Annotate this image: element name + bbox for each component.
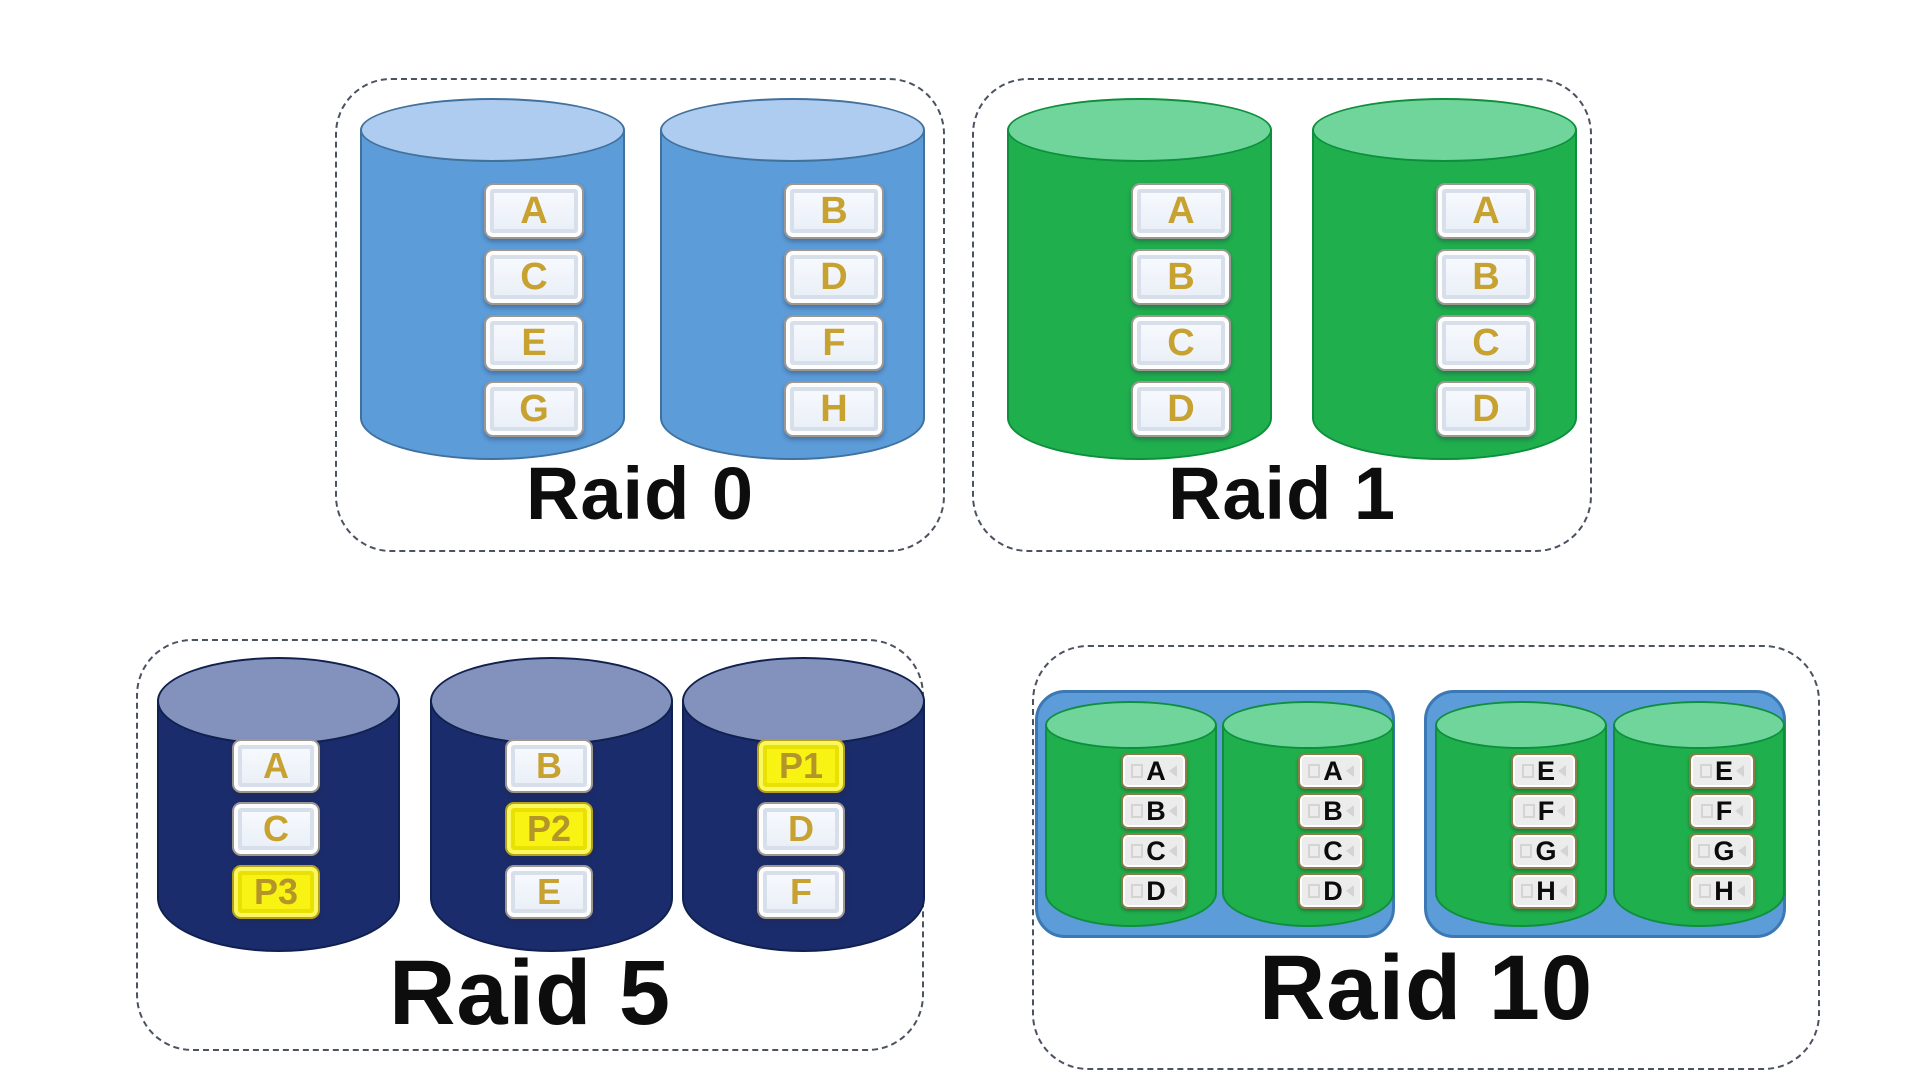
- disk-lid: [660, 98, 925, 162]
- data-block: C: [1121, 833, 1187, 869]
- parity-block: P2: [505, 802, 593, 856]
- data-block: A: [484, 183, 584, 239]
- data-block: A: [1436, 183, 1536, 239]
- block-column: E F G H: [1511, 753, 1577, 909]
- disk-lid: [1222, 701, 1394, 749]
- block-column: E F G H: [1689, 753, 1755, 909]
- disk-lid: [1312, 98, 1577, 162]
- parity-block: P3: [232, 865, 320, 919]
- disk-cylinder: E F G H: [1435, 701, 1607, 927]
- data-block: G: [1689, 833, 1755, 869]
- disk-lid: [1613, 701, 1785, 749]
- raid1-group: A B C D A B C D Raid 1: [972, 78, 1592, 552]
- data-block: H: [1511, 873, 1577, 909]
- block-column: P1 D F: [757, 739, 845, 919]
- data-block: G: [1511, 833, 1577, 869]
- disk-lid: [157, 657, 400, 745]
- disk-cylinder: A B C D: [1312, 98, 1577, 460]
- data-block: C: [1298, 833, 1364, 869]
- data-block: C: [484, 249, 584, 305]
- data-block: B: [1298, 793, 1364, 829]
- disk-cylinder: A B C D: [1045, 701, 1217, 927]
- data-block: A: [1131, 183, 1231, 239]
- disk-cylinder: B D F H: [660, 98, 925, 460]
- data-block: C: [1436, 315, 1536, 371]
- raid1-label: Raid 1: [1167, 452, 1397, 535]
- data-block: E: [505, 865, 593, 919]
- disk-cylinder: B P2 E: [430, 657, 673, 952]
- data-block: G: [484, 381, 584, 437]
- block-column: A B C D: [1121, 753, 1187, 909]
- data-block: H: [1689, 873, 1755, 909]
- data-block: D: [1121, 873, 1187, 909]
- raid0-label: Raid 0: [525, 452, 755, 535]
- data-block: E: [484, 315, 584, 371]
- disk-lid: [430, 657, 673, 745]
- block-column: A B C D: [1436, 183, 1536, 437]
- data-block: F: [757, 865, 845, 919]
- data-block: E: [1689, 753, 1755, 789]
- raid10-label: Raid 10: [1258, 937, 1594, 1039]
- parity-block: P1: [757, 739, 845, 793]
- disk-cylinder: A B C D: [1222, 701, 1394, 927]
- block-column: A B C D: [1131, 183, 1231, 437]
- raid10-group: A B C D A B C D: [1032, 645, 1820, 1070]
- disk-cylinder: P1 D F: [682, 657, 925, 952]
- disk-cylinder: E F G H: [1613, 701, 1785, 927]
- mirror-container: A B C D A B C D: [1035, 690, 1395, 938]
- data-block: C: [232, 802, 320, 856]
- data-block: C: [1131, 315, 1231, 371]
- data-block: A: [1298, 753, 1364, 789]
- data-block: A: [232, 739, 320, 793]
- data-block: B: [1436, 249, 1536, 305]
- data-block: D: [784, 249, 884, 305]
- data-block: B: [505, 739, 593, 793]
- data-block: B: [1121, 793, 1187, 829]
- block-column: A C P3: [232, 739, 320, 919]
- data-block: D: [757, 802, 845, 856]
- data-block: D: [1131, 381, 1231, 437]
- disk-cylinder: A C P3: [157, 657, 400, 952]
- raid5-label: Raid 5: [388, 942, 672, 1044]
- disk-lid: [1007, 98, 1272, 162]
- disk-lid: [682, 657, 925, 745]
- data-block: B: [784, 183, 884, 239]
- data-block: F: [1689, 793, 1755, 829]
- raid5-group: A C P3 B P2 E P1 D F Raid 5: [136, 639, 925, 1051]
- disk-lid: [1435, 701, 1607, 749]
- block-column: A C E G: [484, 183, 584, 437]
- raid0-group: A C E G B D F H Raid 0: [335, 78, 945, 552]
- data-block: F: [1511, 793, 1577, 829]
- data-block: A: [1121, 753, 1187, 789]
- disk-lid: [1045, 701, 1217, 749]
- data-block: D: [1436, 381, 1536, 437]
- disk-cylinder: A C E G: [360, 98, 625, 460]
- disk-cylinder: A B C D: [1007, 98, 1272, 460]
- data-block: H: [784, 381, 884, 437]
- disk-lid: [360, 98, 625, 162]
- mirror-container: E F G H E F G H: [1424, 690, 1786, 938]
- block-column: A B C D: [1298, 753, 1364, 909]
- data-block: B: [1131, 249, 1231, 305]
- data-block: E: [1511, 753, 1577, 789]
- data-block: F: [784, 315, 884, 371]
- data-block: D: [1298, 873, 1364, 909]
- block-column: B D F H: [784, 183, 884, 437]
- block-column: B P2 E: [505, 739, 593, 919]
